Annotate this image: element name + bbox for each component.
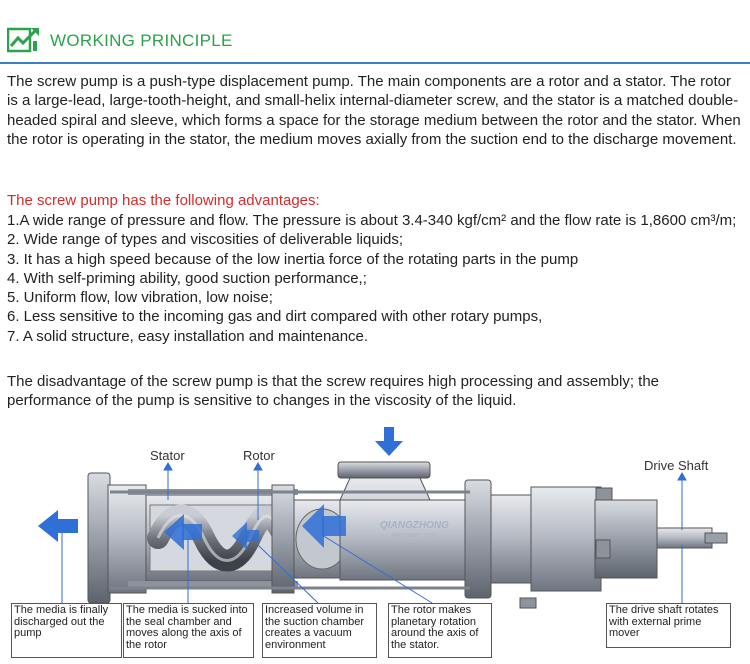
advantage-item: 2. Wide range of types and viscosities o… <box>7 231 404 249</box>
bearing-housing <box>464 479 658 609</box>
label-drive-shaft: Drive Shaft <box>644 458 709 473</box>
advantage-item: 5. Uniform flow, low vibration, low nois… <box>7 289 273 307</box>
disadvantage-paragraph: The disadvantage of the screw pump is th… <box>7 373 660 410</box>
caption-suction: The media is sucked into the seal chambe… <box>123 603 254 658</box>
suction-housing: QIANGZHONG MACHINERY TECH <box>337 461 466 581</box>
leader-lines <box>61 461 687 604</box>
flow-arrow-stator <box>164 514 202 550</box>
label-stator: Stator <box>150 448 185 463</box>
caption-vacuum: Increased volume in the suction chamber … <box>262 603 377 658</box>
chart-growth-icon <box>6 26 41 54</box>
flow-arrow-suction <box>302 504 346 548</box>
caption-drive-shaft: The drive shaft rotates with external pr… <box>606 603 731 648</box>
pump-diagram: QIANGZHONG MACHINERY TECH <box>0 425 750 664</box>
intro-paragraph: The screw pump is a push-type displaceme… <box>7 73 741 148</box>
advantage-item: 3. It has a high speed because of the lo… <box>7 250 579 268</box>
advantages-heading: The screw pump has the following advanta… <box>7 192 320 209</box>
advantage-item: 4. With self-priming ability, good sucti… <box>7 269 367 287</box>
advantage-item: 6. Less sensitive to the incoming gas an… <box>7 308 543 326</box>
outlet-arrow <box>38 510 78 542</box>
header-divider <box>0 62 750 64</box>
section-header: WORKING PRINCIPLE <box>0 0 750 68</box>
section-title: WORKING PRINCIPLE <box>50 31 233 50</box>
flow-arrow-rotor <box>232 522 259 550</box>
tie-rods <box>110 490 470 590</box>
advantage-item: 1.A wide range of pressure and flow. The… <box>7 212 737 229</box>
caption-discharge: The media is finally discharged out the … <box>11 603 122 658</box>
discharge-flange <box>87 472 147 604</box>
inlet-arrow <box>375 427 403 456</box>
label-rotor: Rotor <box>243 448 275 463</box>
drive-shaft <box>656 527 728 549</box>
watermark-sub: MACHINERY TECH <box>392 533 437 539</box>
advantages-list: 1.A wide range of pressure and flow. The… <box>7 211 745 346</box>
rotor-screw <box>147 504 296 572</box>
watermark-brand: QIANGZHONG <box>380 520 449 531</box>
caption-rotation: The rotor makes planetary rotation aroun… <box>388 603 492 658</box>
advantage-item: 7. A solid structure, easy installation … <box>7 327 369 345</box>
